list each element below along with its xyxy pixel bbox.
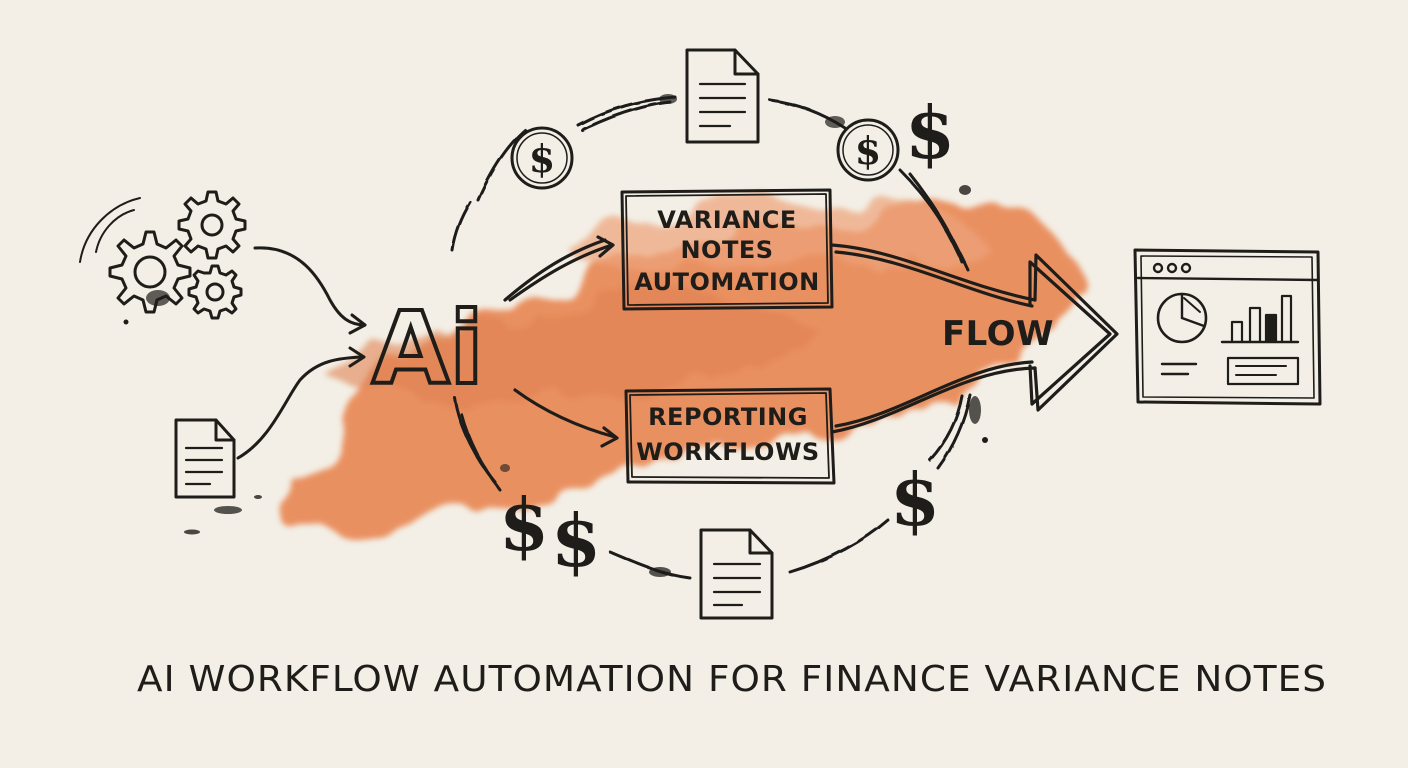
- caption-title: AI WORKFLOW AUTOMATION FOR FINANCE VARIA…: [137, 659, 1327, 700]
- dollar-icon: $: [499, 482, 549, 567]
- box-label-line: AUTOMATION: [634, 268, 819, 296]
- dollar-icon: $: [890, 457, 940, 542]
- box-label-line: VARIANCE: [657, 206, 797, 234]
- coin-symbol: $: [529, 136, 555, 181]
- reporting-workflows-box: REPORTING WORKFLOWS: [624, 387, 836, 485]
- box-label-line: NOTES: [680, 236, 773, 264]
- document-icon: [685, 48, 760, 144]
- orbit-arcs: [450, 95, 972, 580]
- watercolor-wash: [288, 196, 1072, 541]
- input-arrows: [236, 246, 367, 460]
- document-icon: [699, 528, 774, 620]
- flow-arrow: [830, 243, 1119, 434]
- box-label-line: REPORTING: [648, 403, 808, 431]
- branch-arrows: [503, 235, 619, 448]
- gears-icon: [79, 190, 247, 320]
- dollar-icon: $: [551, 498, 601, 583]
- ai-label: Ai: [372, 290, 484, 407]
- dashboard-icon: [1133, 248, 1322, 406]
- ai-hub: Ai: [370, 288, 486, 409]
- box-label-line: WORKFLOWS: [636, 438, 819, 466]
- variance-notes-box: VARIANCE NOTES AUTOMATION: [620, 188, 834, 311]
- coin-icon: $: [836, 118, 900, 182]
- coin-symbol: $: [855, 128, 881, 173]
- flow-label: FLOW: [942, 314, 1054, 354]
- dollar-icon: $: [905, 90, 955, 175]
- document-icon: [174, 418, 236, 499]
- coin-icon: $: [510, 126, 574, 190]
